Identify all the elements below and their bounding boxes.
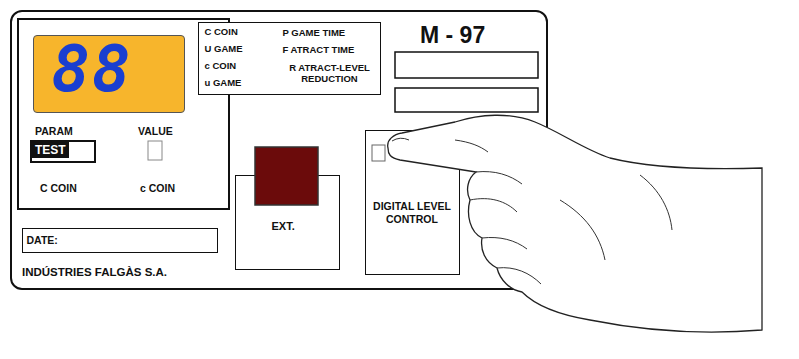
parameter-legend: C COIN U GAME c COIN u GAME P GAME TIME F ATR… [198, 22, 381, 95]
ext-button [255, 147, 318, 205]
palm-line [640, 175, 672, 230]
hand-outline [388, 115, 762, 332]
seven-segment-display: 88 [33, 35, 185, 113]
blank-plate [395, 88, 538, 112]
level-button [372, 145, 385, 161]
finger-crease [476, 172, 522, 184]
finger-crease [482, 237, 527, 249]
hand-creases [392, 138, 672, 284]
parameter-legend-label: u GAME [205, 78, 242, 89]
test-box: TEST [30, 140, 96, 163]
parameter-legend-label: P GAME TIME [283, 28, 346, 39]
display-section-label: C COIN [40, 182, 77, 194]
thumb-line [560, 200, 605, 260]
fingernail [392, 138, 409, 141]
control-panel-label: INDÚSTRIES FALGÀS S.A. [22, 266, 167, 279]
date-box: DATE: [22, 228, 218, 253]
blank-plate [395, 52, 538, 78]
parameter-legend-label: F ATRACT TIME [283, 45, 355, 56]
control-panel: M - 97 INDÚSTRIES FALGÀS S.A. PARAM VALUE C … [10, 10, 548, 290]
parameter-legend-label: U GAME [205, 44, 243, 55]
date-box-label: DATE: [27, 234, 58, 246]
finger-crease [470, 199, 517, 212]
display-section-label: PARAM [35, 125, 73, 137]
value-button [148, 141, 162, 160]
digital-level-control-box-label: DIGITAL LEVEL CONTROL [372, 200, 453, 226]
seven-segment-display-label: 88 [52, 37, 133, 101]
digital-level-control-box: DIGITAL LEVEL CONTROL [365, 130, 460, 275]
parameter-legend-label: R ATRACT-LEVEL REDUCTION [283, 62, 377, 86]
test-box-label: TEST [32, 142, 69, 158]
parameter-legend-label: c COIN [205, 61, 237, 72]
parameter-legend-label: C COIN [205, 27, 238, 38]
control-panel-label: M - 97 [420, 22, 485, 48]
knuckle-line [455, 140, 488, 152]
display-section-label: VALUE [138, 125, 173, 137]
ext-box: EXT. [235, 175, 340, 270]
finger-crease [497, 268, 541, 284]
ext-box-label: EXT. [272, 220, 295, 233]
display-section-label: c COIN [140, 182, 175, 194]
